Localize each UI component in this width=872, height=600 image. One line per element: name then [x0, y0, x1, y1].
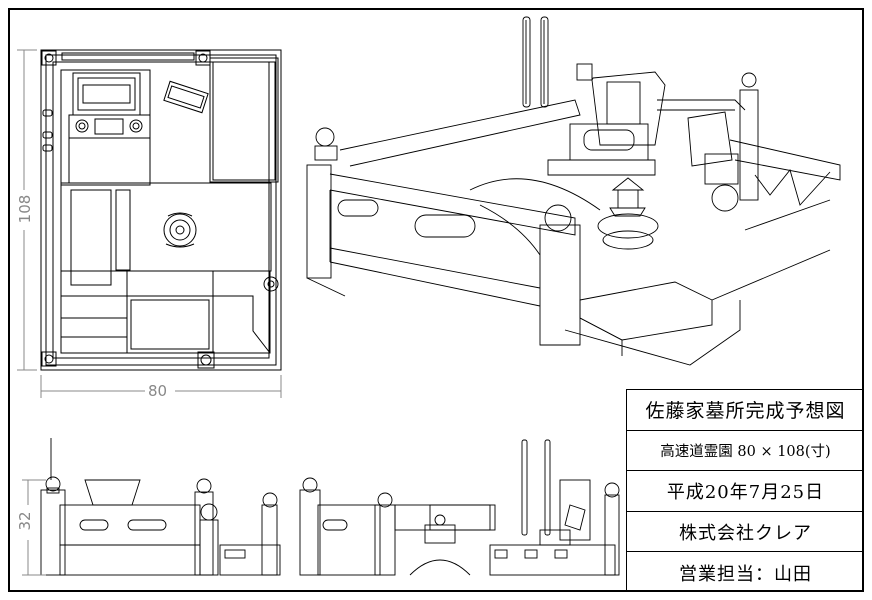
elevation-height-dimension: 32 [16, 511, 34, 531]
title-block: 佐藤家墓所完成予想図 高速道霊園 80 × 108(寸) 平成20年7月25日 … [626, 389, 864, 592]
plan-height-dimension: 108 [16, 194, 34, 224]
plan-corner-post [41, 50, 215, 369]
side-elevation [299, 439, 620, 576]
sales-staff: 営業担当：山田 [679, 563, 812, 585]
elevation-dimension-lines [22, 479, 46, 576]
drawing-title: 佐藤家墓所完成予想図 [627, 390, 864, 431]
perspective-view [306, 16, 841, 366]
front-elevation [40, 438, 281, 576]
site-info: 高速道霊園 80 × 108(寸) [627, 431, 864, 472]
plan-dimension-lines [17, 49, 282, 398]
plan-width-dimension: 80 [148, 382, 168, 400]
plan-outline [40, 49, 282, 371]
company-name: 株式会社クレア [627, 512, 864, 553]
drawing-frame [8, 8, 864, 592]
plan-view [40, 49, 282, 371]
drawing-date: 平成20年7月25日 [627, 471, 864, 512]
